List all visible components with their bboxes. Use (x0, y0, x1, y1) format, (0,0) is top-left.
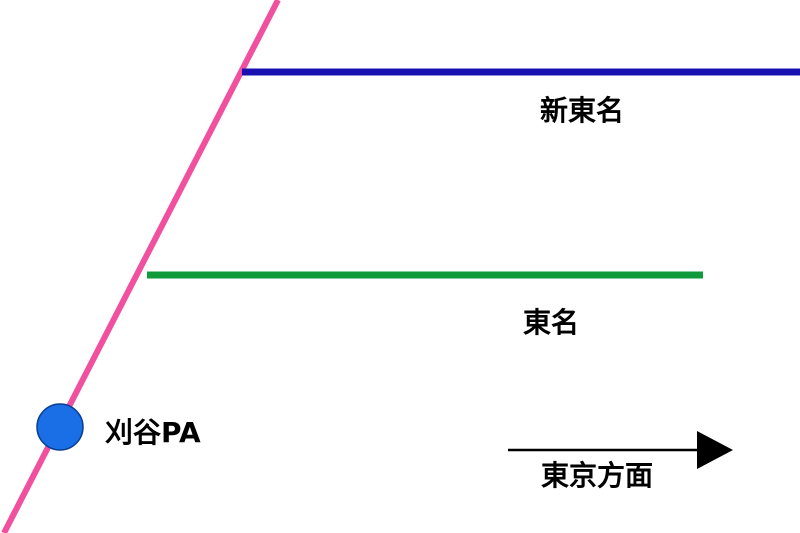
pink-crossing-road (1, 0, 281, 533)
shin-tomei-label: 新東名 (540, 94, 625, 127)
tomei-label: 東名 (523, 306, 580, 339)
tokyo-direction-label: 東京方面 (541, 459, 654, 492)
kariya-pa-marker[interactable] (36, 403, 84, 451)
direction-arrow-head (697, 431, 733, 469)
direction-arrow (508, 431, 733, 469)
kariya-pa-label: 刈谷PA (105, 416, 201, 449)
